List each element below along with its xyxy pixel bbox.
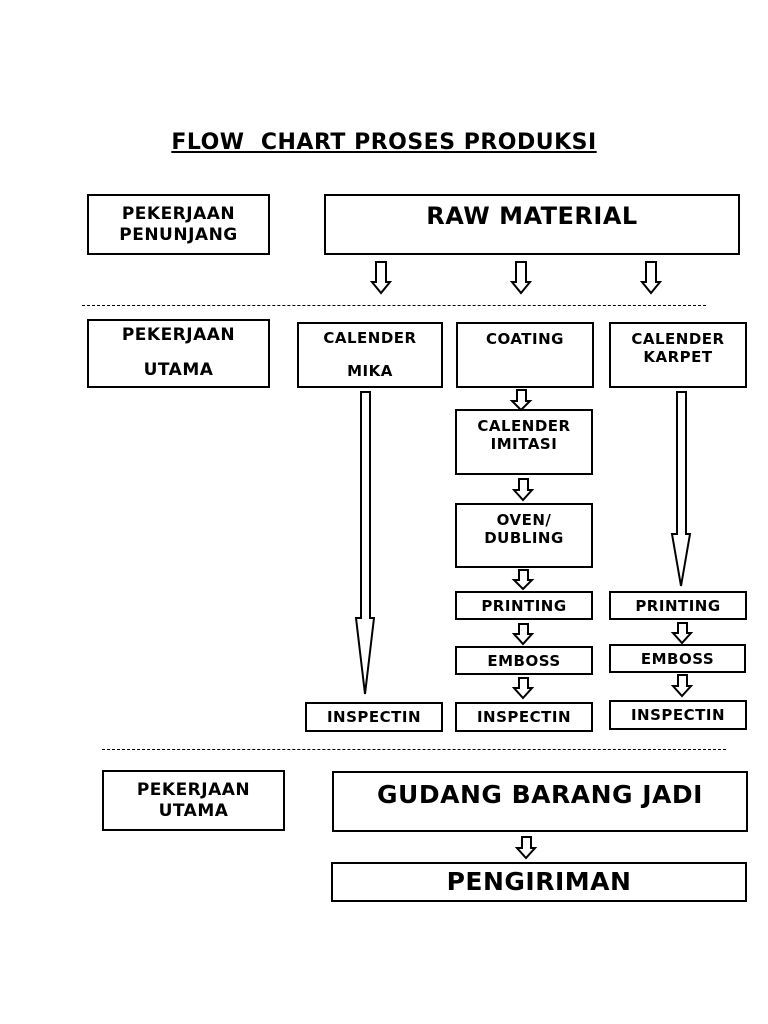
pengiriman-box: PENGIRIMAN [331,862,747,902]
divider-bottom [102,749,726,750]
support-work-text: PEKERJAAN PENUNJANG [119,204,238,245]
printing-karpet-label: PRINTING [635,596,721,615]
arrow-mika-to-inspectin [354,391,376,695]
pengiriman-label: PENGIRIMAN [446,867,632,896]
emboss-karpet-label: EMBOSS [640,649,715,668]
calender-imitasi-label: CALENDER IMITASI [477,417,571,453]
inspectin-coating-box: INSPECTIN [455,702,593,732]
printing-coating-label: PRINTING [481,596,567,615]
emboss-karpet-box: EMBOSS [609,644,746,673]
gudang-barang-jadi-label: GUDANG BARANG JADI [377,780,703,809]
main-work-label: PEKERJAAN UTAMA [87,319,270,388]
coating-label: COATING [486,330,564,348]
final-work-text: PEKERJAAN UTAMA [136,780,251,821]
gudang-barang-jadi-box: GUDANG BARANG JADI [332,771,748,832]
inspectin-karpet-box: INSPECTIN [609,700,747,730]
inspectin-mika-box: INSPECTIN [305,702,443,732]
raw-material-box: RAW MATERIAL [324,194,740,255]
main-work-text: PEKERJAAN UTAMA [121,324,236,381]
arrow-coating-to-imitasi [509,389,533,412]
emboss-coating-box: EMBOSS [455,646,593,675]
calender-karpet-box: CALENDER KARPET [609,322,747,388]
calender-mika-box: CALENDER MIKA [297,322,443,388]
arrow-imitasi-to-oven [511,478,535,502]
arrow-raw-to-karpet [639,261,663,295]
chart-title: FLOW CHART PROSES PRODUKSI [171,130,597,155]
final-work-label: PEKERJAAN UTAMA [102,770,285,831]
calender-karpet-label: CALENDER KARPET [631,330,725,366]
printing-coating-box: PRINTING [455,591,593,620]
calender-mika-label: CALENDER MIKA [323,329,417,380]
inspectin-mika-label: INSPECTIN [326,708,422,726]
arrow-karpet-emboss-to-inspectin [670,674,694,698]
oven-dubling-box: OVEN/ DUBLING [455,503,593,568]
arrow-raw-to-coating [509,261,533,295]
coating-box: COATING [456,322,594,388]
inspectin-karpet-label: INSPECTIN [630,706,726,724]
inspectin-coating-label: INSPECTIN [476,708,572,726]
support-work-label: PEKERJAAN PENUNJANG [87,194,270,255]
printing-karpet-box: PRINTING [609,591,747,620]
arrow-emboss-to-inspectin [511,677,535,700]
arrow-oven-to-printing [511,569,535,591]
calender-imitasi-box: CALENDER IMITASI [455,409,593,475]
arrow-karpet-printing-to-emboss [670,622,694,645]
arrow-raw-to-mika [369,261,393,295]
oven-dubling-label: OVEN/ DUBLING [484,511,564,547]
emboss-coating-label: EMBOSS [487,651,561,670]
raw-material-label: RAW MATERIAL [426,202,638,230]
divider-top [82,305,706,306]
arrow-printing-to-emboss [511,623,535,646]
arrow-gudang-to-pengiriman [514,836,538,860]
arrow-karpet-to-printing [670,391,692,587]
